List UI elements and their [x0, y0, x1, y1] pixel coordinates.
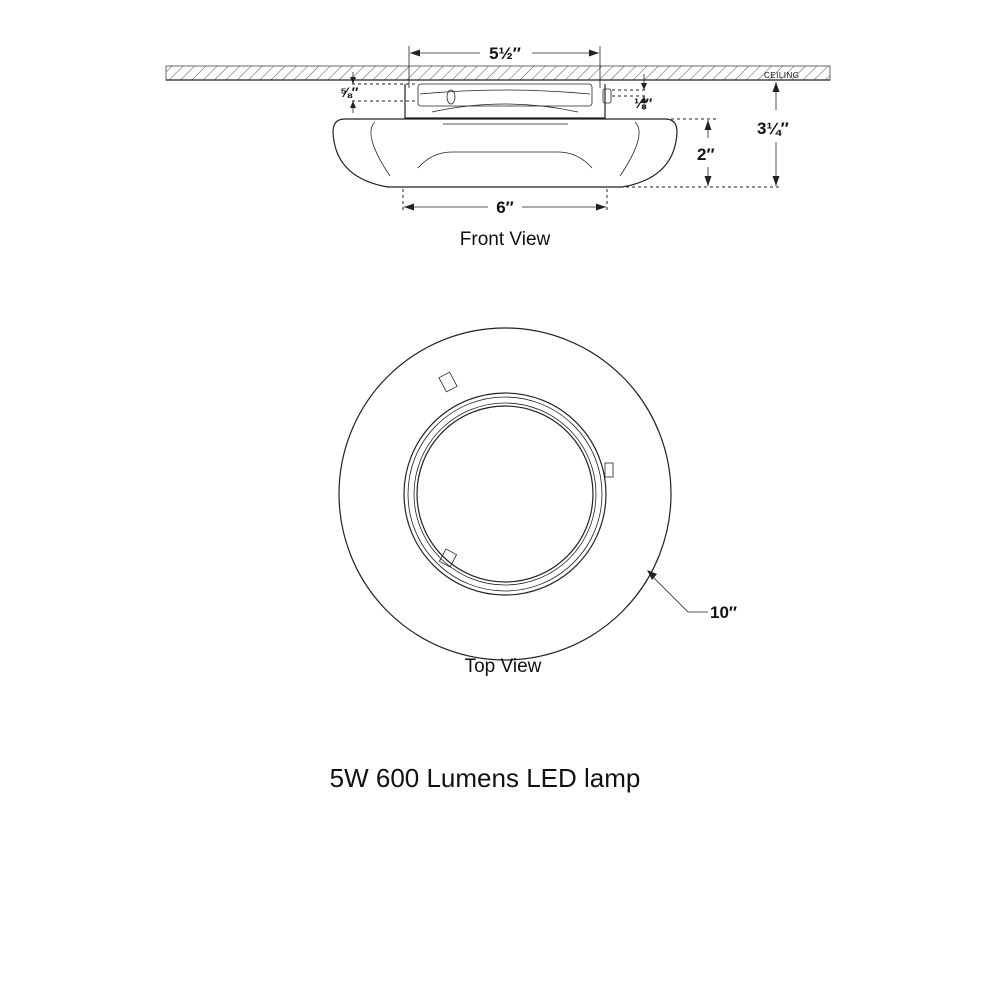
shade	[332, 118, 678, 188]
dim-diameter: 10″	[647, 570, 737, 622]
svg-text:6″: 6″	[496, 198, 514, 217]
dim-overall-height: 3¼″	[620, 82, 789, 188]
svg-text:3¼″: 3¼″	[757, 119, 789, 138]
top-view-caption: Top View	[465, 656, 542, 677]
canopy-mid-ring	[407, 396, 603, 592]
ceiling-hatch	[165, 65, 831, 81]
top-view: 10″ Top View	[338, 327, 737, 677]
dim-shade-height: 2″	[665, 118, 716, 186]
svg-text:10″: 10″	[710, 603, 737, 622]
canopy-inner-ring	[413, 402, 597, 586]
svg-text:⅝″: ⅝″	[340, 84, 359, 100]
dim-bottom-width: 6″	[402, 189, 608, 217]
set-screw-left	[446, 89, 456, 105]
dim-canopy-width: 5½″	[408, 44, 601, 88]
front-view: CEILING 5½″	[165, 44, 831, 250]
dim-gap: ⅛″	[612, 74, 653, 111]
dim-canopy-depth: ⅝″	[340, 72, 418, 113]
spec-text: 5W 600 Lumens LED lamp	[330, 763, 641, 793]
canopy-outer-ring	[403, 392, 607, 596]
bottom-tab	[438, 548, 458, 568]
front-view-caption: Front View	[460, 229, 551, 250]
shade-outline	[338, 327, 672, 661]
svg-text:5½″: 5½″	[489, 44, 521, 63]
canopy	[404, 83, 612, 125]
svg-text:2″: 2″	[697, 145, 715, 164]
svg-text:⅛″: ⅛″	[634, 95, 653, 111]
set-screw-right	[602, 88, 612, 104]
ceiling-label: CEILING	[764, 71, 800, 80]
right-tab	[604, 462, 614, 478]
lens-opening	[416, 405, 594, 583]
top-tab	[438, 371, 458, 393]
